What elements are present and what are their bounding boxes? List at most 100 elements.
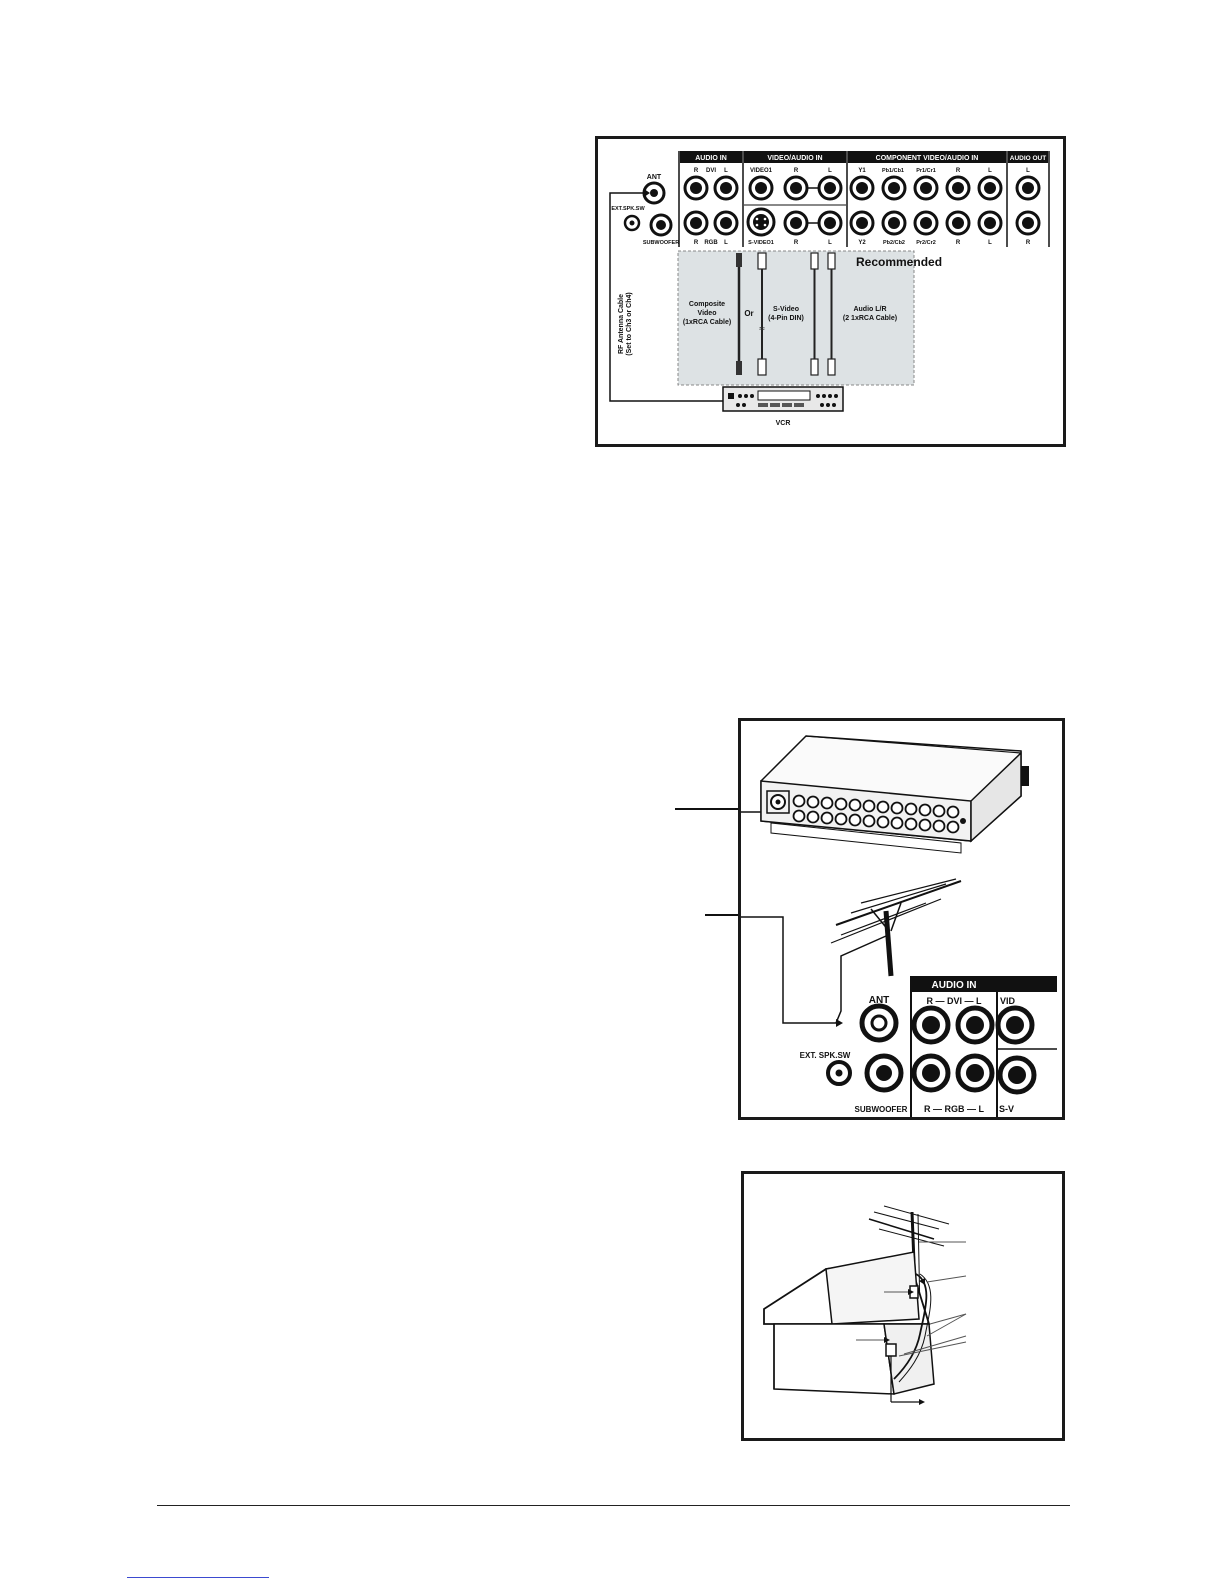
top-label-l-dvi: L	[724, 168, 728, 174]
audio-out-header: AUDIO OUT	[1010, 155, 1047, 162]
zoom-audio-in-header: AUDIO IN	[932, 980, 977, 991]
subwoofer-label: SUBWOOFER	[643, 240, 679, 246]
top-label-comp-r: R	[956, 168, 961, 174]
ext-spk-label: EXT.SPK.SW	[611, 206, 645, 212]
antenna-connection-diagram: AUDIO IN ANT R — DVI — L VID EXT. SPK.SW…	[741, 735, 1062, 1117]
footer-link-underline[interactable]	[127, 1577, 269, 1578]
bottom-label-pb2: Pb2/Cb2	[883, 240, 905, 246]
jack-video1	[748, 175, 774, 201]
jack-y1	[849, 175, 875, 201]
lead-in-wire	[885, 1273, 932, 1403]
zoom-subwoofer-label: SUBWOOFER	[855, 1105, 908, 1114]
callout-line-1	[675, 808, 738, 810]
bottom-label-svideo-r: R	[794, 240, 799, 246]
jack-svideo-r	[783, 210, 809, 236]
svideo-label-1: S-Video	[773, 306, 799, 313]
zoom-video-header-bar	[998, 976, 1062, 992]
jack-video-r	[783, 175, 809, 201]
jack-comp-l	[977, 175, 1003, 201]
zoom-ant-jack	[859, 1003, 899, 1043]
zoom-rgb-l-jack	[955, 1053, 995, 1093]
top-label-dvi: DVI	[706, 168, 716, 174]
house-icon	[763, 1251, 935, 1395]
bottom-label-rgb: RGB	[704, 240, 718, 246]
jack-dvi-l	[713, 175, 739, 201]
svideo-cable: ≈	[757, 252, 767, 376]
zoom-ant-label: ANT	[869, 995, 890, 1006]
jack-pb1	[881, 175, 907, 201]
vcr-connection-figure: AUDIO IN VIDEO/AUDIO IN COMPONENT VIDEO/…	[595, 136, 1066, 447]
vcr-label: VCR	[776, 420, 791, 427]
component-header-bar	[848, 151, 1006, 163]
zoom-dvi-l-jack	[955, 1005, 995, 1045]
top-label-pb1: Pb1/Cb1	[882, 168, 904, 174]
jack-out-l	[1015, 175, 1041, 201]
bottom-label-l-rgb: L	[724, 240, 728, 246]
jack-rgb-l	[713, 210, 739, 236]
audio-out-header-bar	[1008, 151, 1048, 163]
bottom-jack-row	[683, 207, 1041, 237]
jack-y2	[849, 210, 875, 236]
jack-pb2	[881, 210, 907, 236]
antenna-grounding-diagram	[763, 1205, 967, 1405]
or-label: Or	[744, 309, 753, 318]
svideo-label-2: (4-Pin DIN)	[768, 315, 804, 322]
video-audio-in-header: VIDEO/AUDIO IN	[767, 155, 822, 162]
bottom-label-pr2: Pr2/Cr2	[916, 240, 936, 246]
composite-cable	[736, 253, 742, 375]
top-label-r-dvi: R	[694, 168, 699, 174]
antenna-icon	[830, 878, 962, 1024]
rf-cable-line	[609, 192, 723, 402]
jack-comp2-l	[977, 210, 1003, 236]
antenna-grounding-figure	[741, 1171, 1065, 1441]
top-jack-row	[683, 175, 1041, 201]
zoom-dvi-row-label: R — DVI — L	[926, 996, 982, 1006]
bottom-label-svideo-l: L	[828, 240, 832, 246]
audio-lr-label-1: Audio L/R	[853, 306, 886, 313]
audio-in-header-bar	[680, 151, 742, 163]
audio-cable-l	[827, 252, 836, 376]
audio-in-header: AUDIO IN	[695, 155, 727, 162]
recommended-area	[677, 250, 915, 386]
component-header: COMPONENT VIDEO/AUDIO IN	[876, 155, 979, 162]
composite-label-3: (1xRCA Cable)	[683, 319, 731, 326]
top-label-pr1: Pr1/Cr1	[916, 168, 936, 174]
bottom-label-y2: Y2	[858, 240, 866, 246]
audio-cable-r	[810, 252, 819, 376]
zoom-rgb-row-label: R — RGB — L	[924, 1104, 985, 1114]
callout-pointers	[856, 1241, 967, 1357]
jack-out-r	[1015, 210, 1041, 236]
top-label-video-r: R	[794, 168, 799, 174]
zoom-rgb-r-jack	[911, 1053, 951, 1093]
composite-label-1: Composite	[689, 301, 725, 308]
rear-unit-device	[760, 735, 1029, 854]
bottom-label-svideo1: S-VIDEO1	[748, 240, 774, 246]
jack-rgb-r	[683, 210, 709, 236]
antenna-connection-figure: AUDIO IN ANT R — DVI — L VID EXT. SPK.SW…	[738, 718, 1065, 1120]
jack-pr1	[913, 175, 939, 201]
top-label-comp-l: L	[988, 168, 992, 174]
zoom-subwoofer-jack	[864, 1053, 904, 1093]
jack-dvi-r	[683, 175, 709, 201]
zoom-audio-in-header-bar	[912, 976, 996, 992]
zoom-ext-spk-label: EXT. SPK.SW	[800, 1051, 851, 1060]
top-label-video-l: L	[828, 168, 832, 174]
zoom-partial-jacks	[995, 1005, 1037, 1095]
top-label-y1: Y1	[858, 168, 866, 174]
jack-video-l	[817, 175, 843, 201]
bottom-label-r-rgb: R	[694, 240, 699, 246]
ext-spk-jack	[623, 214, 641, 232]
bottom-label-comp2-l: L	[988, 240, 992, 246]
svg-text:≈: ≈	[759, 324, 766, 333]
zoom-partial-svideo-label: S-V	[999, 1104, 1014, 1114]
vcr-connection-diagram: AUDIO IN VIDEO/AUDIO IN COMPONENT VIDEO/…	[609, 151, 1050, 427]
vcr-device	[722, 386, 844, 412]
ant-label: ANT	[647, 174, 662, 181]
video-audio-in-header-bar	[744, 151, 846, 163]
zoom-ext-spk-jack	[826, 1060, 852, 1086]
jack-comp-r	[945, 175, 971, 201]
recommended-label: Recommended	[856, 255, 942, 269]
top-label-out-l: L	[1026, 168, 1030, 174]
rf-cable-label-1: RF Antenna Cable	[618, 294, 625, 354]
callout-line-2	[705, 914, 738, 916]
